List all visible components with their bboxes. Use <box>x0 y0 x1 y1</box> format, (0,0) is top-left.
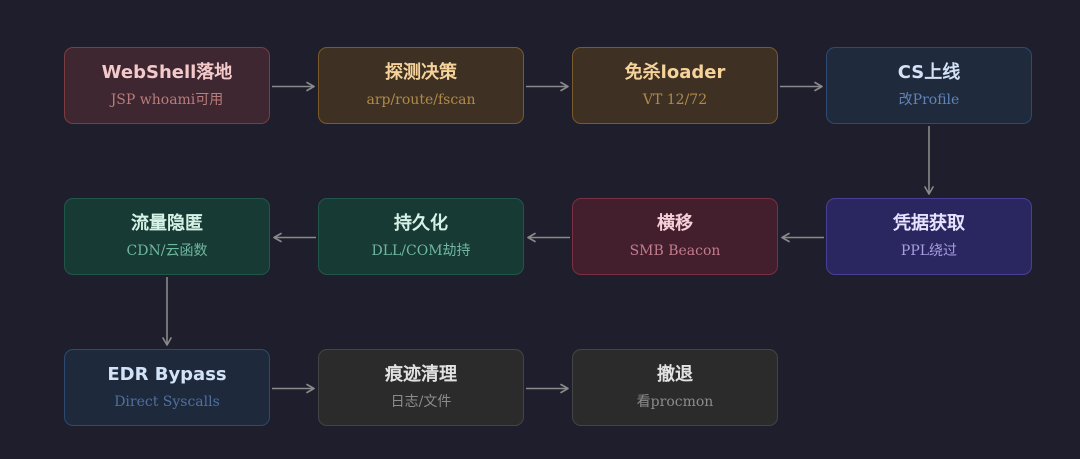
node-subtitle: JSP whoami可用 <box>110 92 224 108</box>
node-title: CS上线 <box>897 62 961 83</box>
node-title: 探测决策 <box>385 62 457 83</box>
node-subtitle: VT 12/72 <box>642 92 708 108</box>
node-title: 痕迹清理 <box>385 364 457 385</box>
node-lateral: 横移 SMB Beacon <box>572 198 778 275</box>
node-title: 流量隐匿 <box>131 213 203 234</box>
node-title: WebShell落地 <box>101 62 233 83</box>
node-persist: 持久化 DLL/COM劫持 <box>318 198 524 275</box>
node-title: 撤退 <box>657 364 693 385</box>
node-title: 持久化 <box>394 213 448 234</box>
node-recon: 探测决策 arp/route/fscan <box>318 47 524 124</box>
node-webshell: WebShell落地 JSP whoami可用 <box>64 47 270 124</box>
node-subtitle: DLL/COM劫持 <box>371 243 471 259</box>
node-subtitle: arp/route/fscan <box>366 92 476 108</box>
node-cs: CS上线改Profile <box>826 47 1032 124</box>
node-subtitle: 日志/文件 <box>390 394 452 410</box>
node-traffic: 流量隐匿 CDN/云函数 <box>64 198 270 275</box>
node-exit: 撤退看procmon <box>572 349 778 426</box>
node-subtitle: 看procmon <box>636 394 714 410</box>
node-cleanup: 痕迹清理日志/文件 <box>318 349 524 426</box>
node-subtitle: SMB Beacon <box>629 243 721 259</box>
node-title: 免杀loader <box>624 62 726 83</box>
node-subtitle: 改Profile <box>898 92 960 108</box>
node-subtitle: Direct Syscalls <box>114 394 220 410</box>
node-subtitle: PPL绕过 <box>900 243 958 259</box>
node-title: EDR Bypass <box>107 364 227 385</box>
node-loader: 免杀loader VT 12/72 <box>572 47 778 124</box>
node-title: 凭据获取 <box>893 213 965 234</box>
node-title: 横移 <box>657 213 693 234</box>
node-cred: 凭据获取 PPL绕过 <box>826 198 1032 275</box>
node-subtitle: CDN/云函数 <box>126 243 208 259</box>
